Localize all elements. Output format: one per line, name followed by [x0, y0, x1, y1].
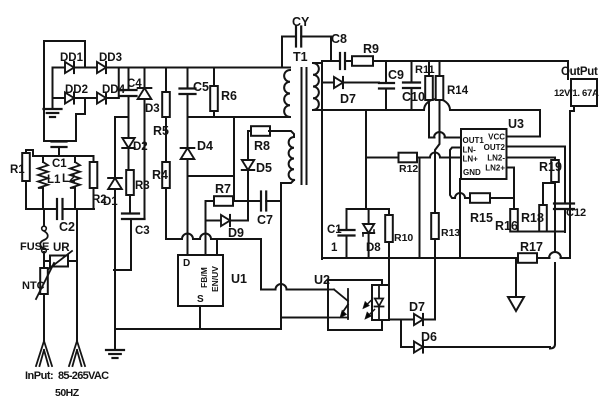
svg-text:R9: R9: [363, 42, 379, 56]
svg-text:FUSE: FUSE: [20, 241, 49, 253]
svg-text:LN2-: LN2-: [487, 154, 505, 163]
svg-text:OutPut: OutPut: [561, 66, 598, 78]
svg-text:InPut:: InPut:: [25, 370, 53, 382]
svg-text:R14: R14: [447, 85, 469, 97]
svg-text:C1: C1: [52, 158, 67, 170]
svg-text:U2: U2: [314, 273, 330, 287]
svg-text:R17: R17: [520, 240, 543, 254]
svg-text:LN2+: LN2+: [485, 164, 505, 173]
svg-text:D6: D6: [421, 330, 437, 344]
svg-text:T1: T1: [293, 50, 308, 64]
svg-text:C1: C1: [327, 224, 342, 236]
svg-text:R1: R1: [10, 164, 25, 176]
svg-text:R3: R3: [135, 180, 150, 192]
svg-text:12V/1. 67A: 12V/1. 67A: [554, 88, 599, 99]
svg-text:D5: D5: [256, 161, 272, 175]
svg-text:D7: D7: [340, 92, 356, 106]
svg-text:R10: R10: [394, 232, 413, 244]
svg-text:D: D: [183, 258, 190, 269]
svg-text:UR: UR: [53, 242, 70, 254]
svg-text:DD3: DD3: [99, 52, 122, 64]
svg-text:CY: CY: [292, 15, 310, 29]
svg-text:C5: C5: [193, 80, 209, 94]
svg-text:DD1: DD1: [60, 52, 84, 64]
svg-text:L1: L1: [47, 174, 61, 186]
svg-text:S: S: [197, 294, 204, 305]
svg-text:C9: C9: [388, 68, 404, 82]
svg-text:OUT2: OUT2: [484, 143, 506, 152]
svg-text:R6: R6: [221, 89, 237, 103]
svg-text:R13: R13: [441, 227, 460, 239]
svg-text:GND: GND: [463, 168, 481, 177]
svg-text:D8: D8: [366, 242, 381, 254]
svg-text:FB/M: FB/M: [199, 267, 209, 288]
svg-text:C10: C10: [402, 90, 425, 104]
svg-text:R15: R15: [470, 211, 493, 225]
svg-text:85-265VAC: 85-265VAC: [58, 370, 109, 382]
svg-text:R18: R18: [521, 211, 544, 225]
svg-text:R2: R2: [92, 194, 107, 206]
svg-text:R16: R16: [495, 219, 518, 233]
svg-text:C7: C7: [257, 213, 273, 227]
svg-text:U3: U3: [508, 117, 524, 131]
svg-text:C4: C4: [127, 78, 142, 90]
svg-text:D3: D3: [145, 103, 160, 115]
svg-text:R5: R5: [153, 124, 169, 138]
svg-text:D9: D9: [228, 226, 244, 240]
svg-text:50HZ: 50HZ: [55, 387, 80, 399]
svg-text:DD2: DD2: [65, 84, 88, 96]
svg-text:C3: C3: [135, 225, 150, 237]
svg-text:D4: D4: [197, 139, 213, 153]
svg-text:R8: R8: [254, 139, 270, 153]
svg-text:EN/UV: EN/UV: [210, 266, 220, 292]
svg-text:D7: D7: [409, 300, 425, 314]
svg-text:C8: C8: [331, 32, 347, 46]
svg-text:NTC: NTC: [22, 280, 45, 292]
svg-text:R19: R19: [539, 160, 562, 174]
svg-text:LN-: LN-: [463, 146, 477, 155]
svg-text:1: 1: [331, 242, 338, 254]
svg-text:LN+: LN+: [463, 155, 479, 164]
svg-text:L2: L2: [62, 173, 75, 185]
svg-text:OUT1: OUT1: [463, 136, 485, 145]
svg-text:R12: R12: [399, 163, 418, 175]
svg-text:U1: U1: [231, 272, 247, 286]
svg-text:R7: R7: [215, 182, 231, 196]
svg-text:R4: R4: [152, 168, 168, 182]
svg-text:C2: C2: [59, 220, 75, 234]
svg-text:D1: D1: [103, 196, 118, 208]
svg-text:VCC: VCC: [488, 133, 505, 142]
svg-text:R11: R11: [415, 64, 435, 76]
svg-text:C12: C12: [566, 207, 586, 219]
